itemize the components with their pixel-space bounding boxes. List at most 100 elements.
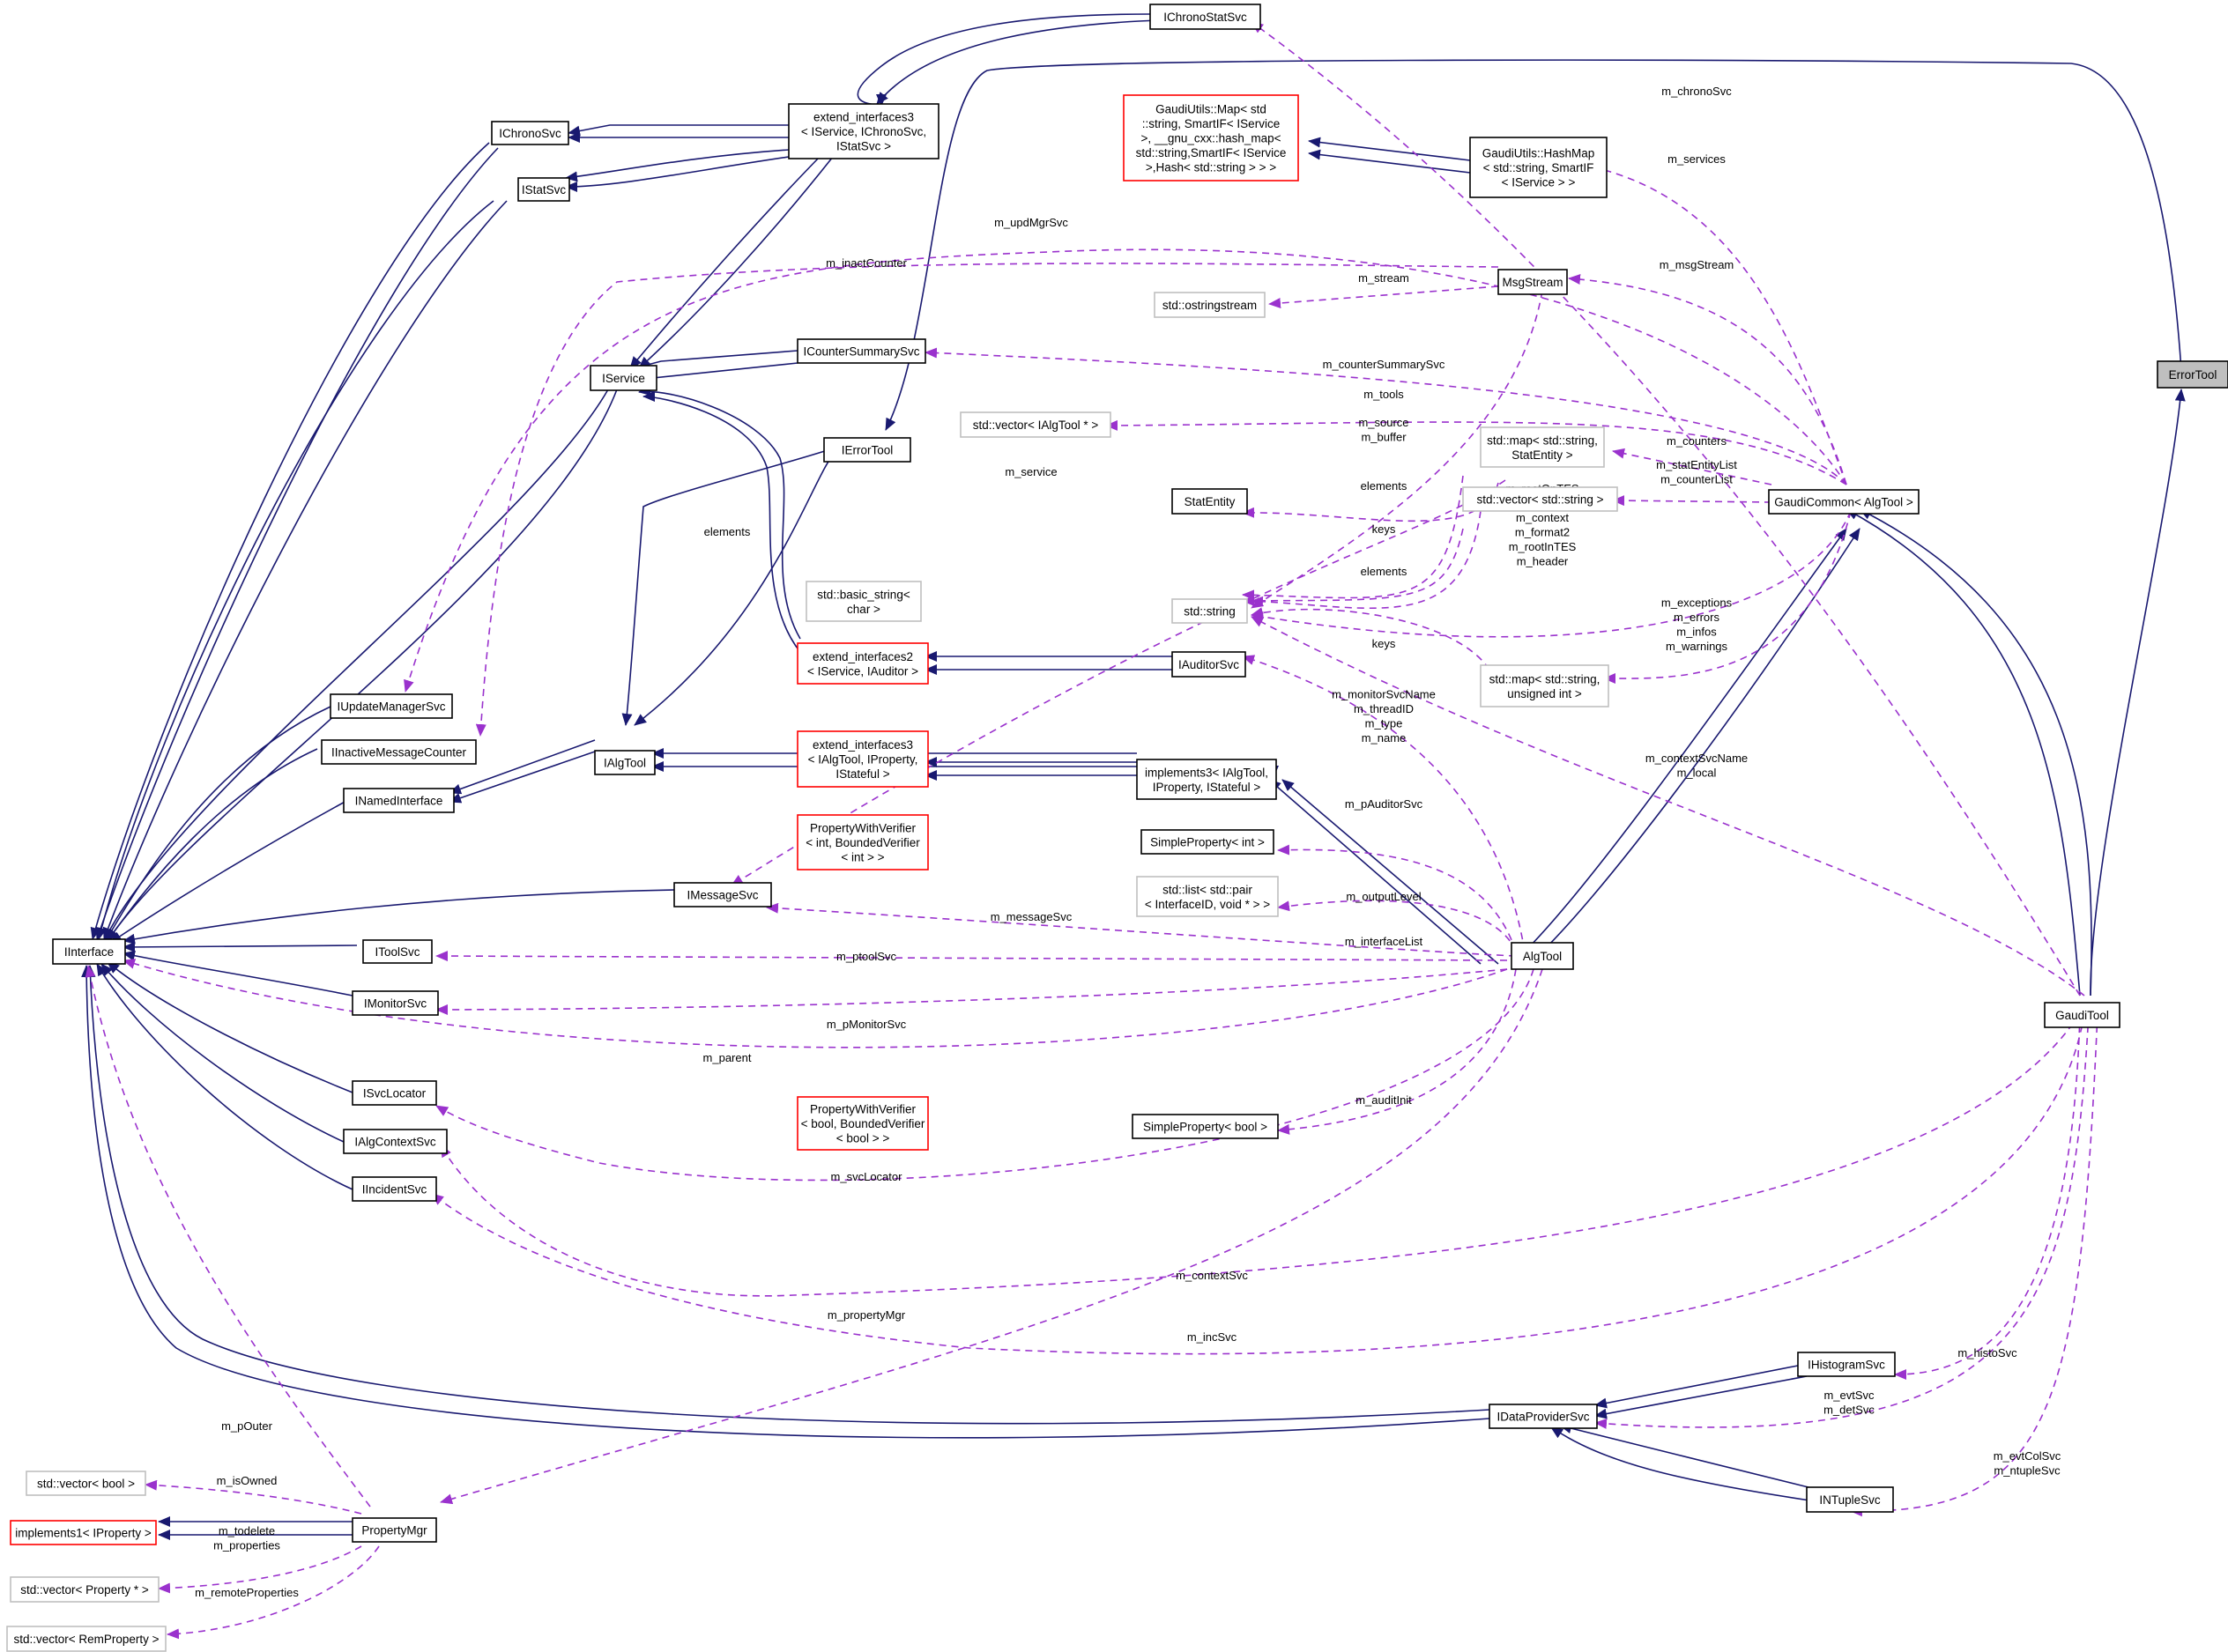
class-node-ialgtool[interactable]: IAlgTool [594, 750, 656, 775]
class-node-label: IAlgContextSvc [354, 1136, 436, 1149]
class-node-label: AlgTool [1523, 950, 1562, 963]
class-node-ihistogramsvc[interactable]: IHistogramSvc [1797, 1352, 1896, 1377]
class-node-label: IService [602, 372, 645, 385]
edge-label-m-inactcounter: m_inactCounter [826, 256, 907, 270]
class-node-label: PropertyMgr [361, 1524, 427, 1537]
edge-label-m-service: m_service [1005, 465, 1057, 478]
class-node-inamedinterface[interactable]: INamedInterface [343, 788, 455, 813]
class-node-imonitorsvc[interactable]: IMonitorSvc [352, 990, 439, 1016]
class-node-label: IInactiveMessageCounter [331, 746, 467, 759]
class-node-intuplesvc[interactable]: INTupleSvc [1806, 1486, 1894, 1513]
class-node-vecstring[interactable]: std::vector< std::string > [1462, 486, 1618, 512]
class-node-iinactivemessagecounter[interactable]: IInactiveMessageCounter [321, 739, 477, 765]
edge-label-m-stream: m_stream [1358, 271, 1409, 285]
class-node-vecproperty[interactable]: std::vector< Property * > [10, 1576, 160, 1603]
class-node-label: IToolSvc [375, 945, 420, 959]
edge-label-m-svclocator: m_svcLocator [831, 1170, 903, 1183]
class-node-iservice[interactable]: IService [590, 365, 657, 391]
class-node-label: IAlgTool [604, 757, 646, 770]
class-node-iupdatemanagersvc[interactable]: IUpdateManagerSvc [330, 693, 453, 719]
inheritance-edges [81, 13, 2186, 1540]
class-node-mapuint[interactable]: std::map< std::string,unsigned int > [1480, 664, 1609, 707]
edge-label-keys1: keys [1372, 522, 1396, 536]
class-node-label: std::vector< IAlgTool * > [973, 419, 1099, 432]
class-node-label: IChronoStatSvc [1163, 11, 1247, 24]
class-node-vecialgtool[interactable]: std::vector< IAlgTool * > [960, 411, 1111, 438]
class-node-impl3[interactable]: implements3< IAlgTool,IProperty, IStatef… [1136, 759, 1277, 800]
edge-label-m-auditinit: m_auditInit [1355, 1093, 1412, 1107]
class-node-gaudiutilshashmap[interactable]: GaudiUtils::HashMap< std::string, SmartI… [1469, 137, 1608, 198]
class-node-vecbool[interactable]: std::vector< bool > [26, 1471, 146, 1496]
class-node-label: IStatSvc [522, 183, 567, 196]
class-node-ext-algtool[interactable]: extend_interfaces3< IAlgTool, IProperty,… [797, 730, 929, 788]
class-node-basicstring[interactable]: std::basic_string<char > [806, 581, 922, 622]
class-node-label: GaudiTool [2055, 1009, 2109, 1022]
edge-label-m-messagesvc: m_messageSvc [991, 910, 1073, 923]
class-node-simplepropbool[interactable]: SimpleProperty< bool > [1132, 1114, 1279, 1139]
class-node-ostringstream[interactable]: std::ostringstream [1154, 292, 1266, 318]
class-node-label: SimpleProperty< bool > [1143, 1121, 1267, 1134]
class-node-statentity[interactable]: StatEntity [1171, 488, 1248, 515]
class-node-pwvint[interactable]: PropertyWithVerifier< int, BoundedVerifi… [797, 814, 929, 870]
class-node-imessagesvc[interactable]: IMessageSvc [673, 882, 772, 907]
class-node-label: std::vector< std::string > [1476, 493, 1603, 507]
class-node-label: GaudiUtils::HashMap< std::string, SmartI… [1482, 147, 1595, 189]
class-node-iincidentsvc[interactable]: IIncidentSvc [352, 1176, 437, 1202]
class-node-label: IInterface [64, 945, 114, 959]
class-node-label: std::vector< Property * > [20, 1583, 149, 1596]
class-node-label: IMonitorSvc [364, 997, 427, 1011]
class-node-algtool[interactable]: AlgTool [1511, 942, 1574, 970]
class-node-ext-chrono[interactable]: extend_interfaces3< IService, IChronoSvc… [788, 103, 939, 159]
class-node-ichronostatsvc[interactable]: IChronoStatSvc [1149, 4, 1261, 30]
class-node-label: IErrorTool [842, 444, 894, 457]
class-node-istatsvc[interactable]: IStatSvc [517, 177, 570, 202]
edge-label-m-incsvc: m_incSvc [1187, 1330, 1237, 1344]
edge-label-m-ptoolsvc: m_ptoolSvc [836, 950, 896, 963]
class-node-mapstat[interactable]: std::map< std::string,StatEntity > [1480, 426, 1605, 468]
edge-label-m-outputlevel: m_outputLevel [1346, 890, 1421, 903]
class-node-stdstring[interactable]: std::string [1171, 598, 1248, 624]
class-node-msgstream[interactable]: MsgStream [1497, 269, 1568, 295]
class-node-label: std::ostringstream [1162, 299, 1257, 312]
class-node-pwvbool[interactable]: PropertyWithVerifier< bool, BoundedVerif… [797, 1096, 929, 1151]
class-node-label: IIncidentSvc [362, 1183, 427, 1196]
edge-label-m-counters: m_counters [1667, 434, 1727, 448]
class-node-label: ISvcLocator [363, 1087, 427, 1100]
class-node-idataprovidersvc[interactable]: IDataProviderSvc [1489, 1404, 1598, 1429]
class-nodes: IChronoStatSvc extend_interfaces3< IServi… [6, 4, 2228, 1652]
class-node-label: std::list< std::pair< InterfaceID, void … [1145, 883, 1270, 911]
class-node-gaudiutilsmap[interactable]: GaudiUtils::Map< std::string, SmartIF< I… [1123, 94, 1299, 181]
edge-label-m-services: m_services [1667, 152, 1726, 166]
class-node-impl1[interactable]: implements1< IProperty > [10, 1520, 157, 1545]
class-node-ichronosvc[interactable]: IChronoSvc [491, 121, 569, 145]
class-node-icountersummarysvc[interactable]: ICounterSummarySvc [797, 338, 926, 364]
class-node-propertymgr[interactable]: PropertyMgr [352, 1517, 437, 1543]
class-node-isvclocator[interactable]: ISvcLocator [352, 1080, 437, 1106]
class-node-iauditorsvc[interactable]: IAuditorSvc [1171, 651, 1246, 678]
class-node-errortool[interactable]: ErrorTool [2157, 360, 2228, 389]
class-node-label: MsgStream [1502, 276, 1563, 289]
class-node-gauditool[interactable]: GaudiTool [2044, 1002, 2120, 1028]
class-node-label: SimpleProperty< int > [1150, 836, 1265, 849]
class-node-iinterface[interactable]: IInterface [52, 938, 126, 965]
edge-label-m-msgstream: m_msgStream [1660, 258, 1734, 271]
class-node-simplepropint[interactable]: SimpleProperty< int > [1140, 829, 1274, 855]
class-node-itoolsvc[interactable]: IToolSvc [362, 939, 433, 964]
class-node-vecremproperty[interactable]: std::vector< RemProperty > [6, 1626, 167, 1652]
class-node-label: IAuditorSvc [1178, 658, 1239, 671]
edge-label-m-pmonitorsvc: m_pMonitorSvc [827, 1018, 907, 1031]
edge-label-m-chronosvc: m_chronoSvc [1661, 85, 1732, 98]
class-node-gaudicommon[interactable]: GaudiCommon< AlgTool > [1768, 489, 1920, 515]
class-node-ierrortool[interactable]: IErrorTool [823, 437, 911, 463]
edge-label-m-isowned: m_isOwned [217, 1474, 278, 1487]
class-node-ialgcontextsvc[interactable]: IAlgContextSvc [343, 1129, 448, 1154]
class-node-ext-auditor[interactable]: extend_interfaces2< IService, IAuditor > [797, 642, 929, 685]
class-node-label: extend_interfaces3< IAlgTool, IProperty,… [808, 738, 918, 781]
class-node-listpair[interactable]: std::list< std::pair< InterfaceID, void … [1136, 876, 1279, 917]
edge-label-m-parent: m_parent [703, 1051, 752, 1064]
